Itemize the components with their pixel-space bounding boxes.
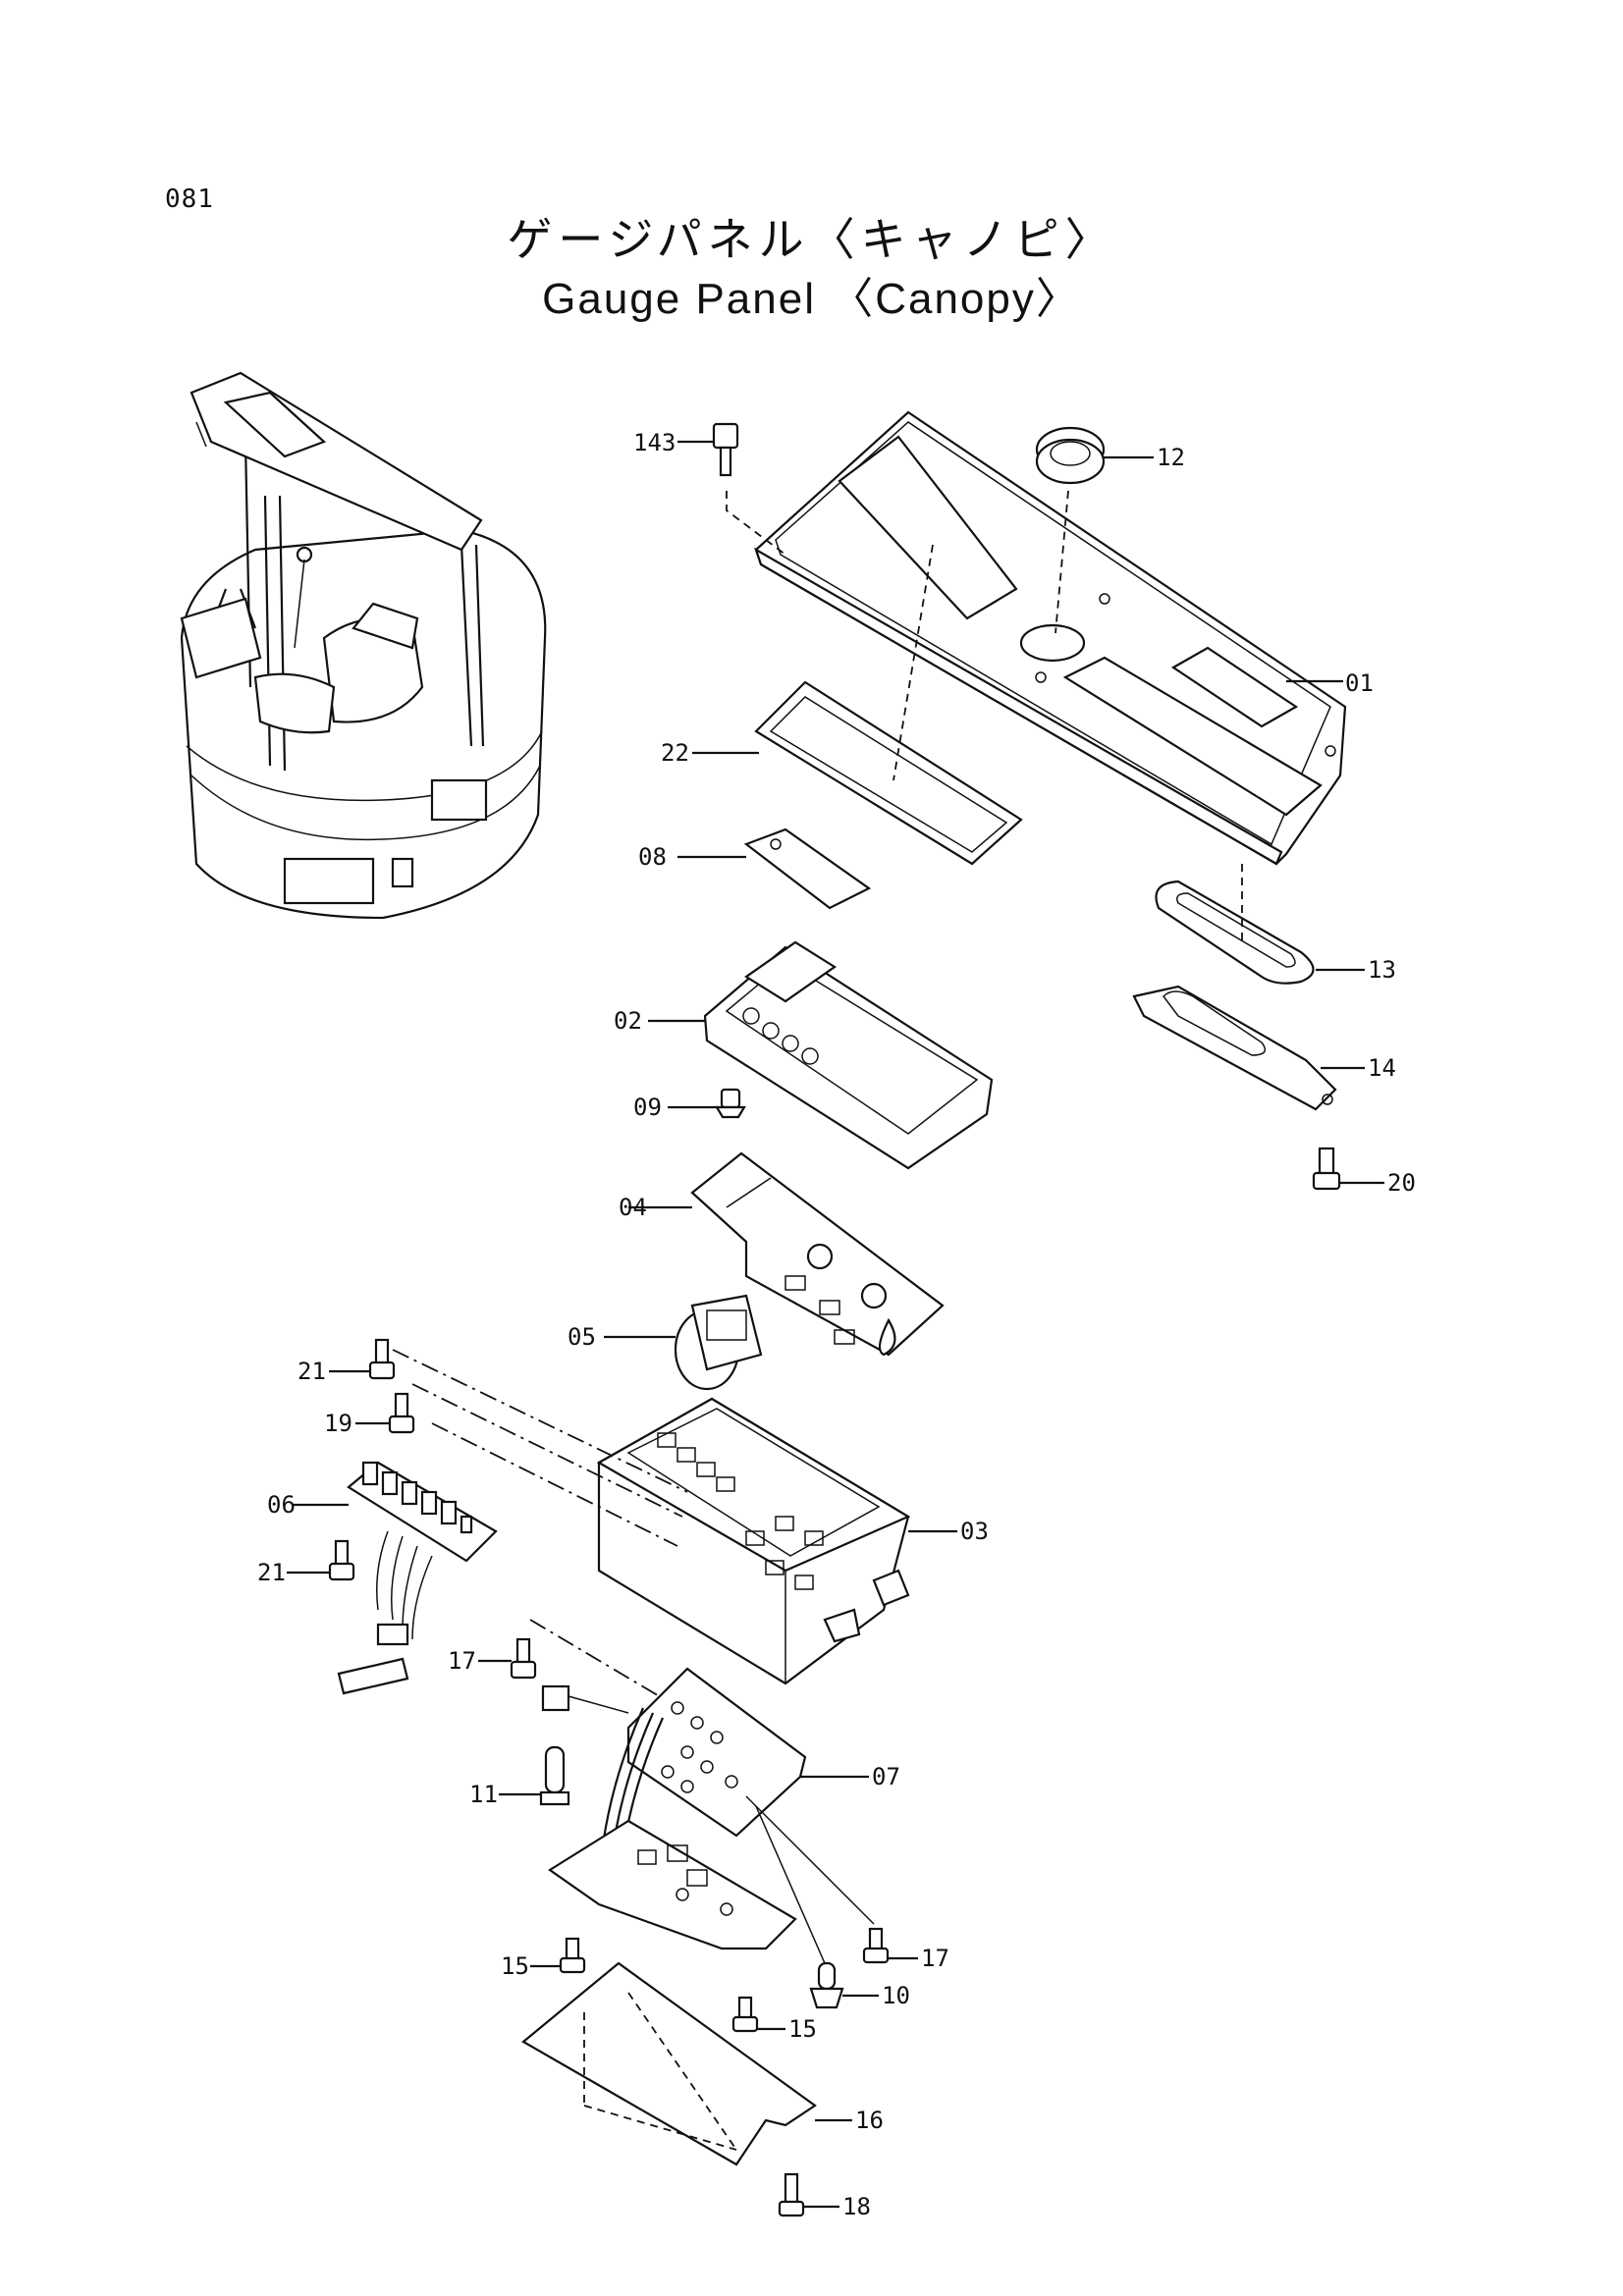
page-number: 081 (165, 185, 214, 214)
part-02-meter-housing (648, 940, 994, 1170)
label-15-upper: 15 (501, 1952, 529, 1980)
label-17-lower: 17 (921, 1945, 949, 1972)
label-08: 08 (638, 843, 667, 871)
label-04: 04 (619, 1194, 647, 1221)
machine-overview-illustration (180, 371, 547, 920)
label-16: 16 (855, 2107, 884, 2134)
part-16-cover-plate (521, 1961, 852, 2166)
label-01: 01 (1345, 669, 1374, 697)
part-10-bulb (755, 1805, 879, 2009)
part-14-bracket (1132, 985, 1365, 1111)
part-143-bolt (677, 422, 786, 556)
part-15-screw-lower (731, 1996, 785, 2033)
label-02: 02 (614, 1007, 642, 1035)
label-13: 13 (1368, 956, 1396, 984)
part-03-meter-case (596, 1397, 957, 1685)
part-12-grommet (1035, 426, 1154, 634)
label-17-upper: 17 (448, 1647, 476, 1675)
label-18: 18 (842, 2193, 871, 2220)
part-13-seal (1155, 864, 1365, 985)
label-19: 19 (324, 1410, 352, 1437)
part-21-screw-lower (287, 1539, 355, 1581)
part-04-circuit-board (628, 1151, 945, 1357)
part-11-bulb (499, 1745, 570, 1806)
part-05-hour-meter (604, 1294, 763, 1391)
label-22: 22 (661, 739, 689, 767)
diagram-title-japanese: ゲージパネル〈キャノピ〉 (507, 213, 1116, 266)
label-07: 07 (872, 1763, 900, 1790)
part-21-screw-upper (329, 1338, 396, 1380)
label-05: 05 (568, 1323, 596, 1351)
lower-circuit-board (548, 1819, 797, 1950)
part-08-plate (677, 828, 872, 910)
label-12: 12 (1157, 444, 1185, 471)
label-09: 09 (633, 1094, 662, 1121)
part-19-screw (355, 1392, 415, 1434)
label-14: 14 (1368, 1054, 1396, 1082)
part-22-gasket (692, 544, 1023, 866)
part-20-screw (1312, 1147, 1384, 1191)
part-17-screw-upper (478, 1619, 688, 1714)
label-21-upper: 21 (298, 1358, 326, 1385)
label-21-lower: 21 (257, 1559, 286, 1586)
label-03: 03 (960, 1518, 989, 1545)
part-01-console-cover (754, 410, 1347, 866)
part-15-screw-upper (530, 1937, 586, 1974)
label-06: 06 (267, 1491, 296, 1519)
part-09-bulb (668, 1088, 746, 1119)
part-06-switch-board (293, 1461, 498, 1695)
label-143: 143 (633, 429, 676, 456)
part-17-screw-lower (745, 1795, 918, 1964)
label-11: 11 (469, 1781, 498, 1808)
diagram-title-english: Gauge Panel 〈Canopy〉 (542, 275, 1081, 323)
label-20: 20 (1387, 1169, 1416, 1197)
label-15-lower: 15 (788, 2015, 817, 2043)
label-10: 10 (882, 1982, 910, 2009)
part-18-screw (778, 2172, 839, 2217)
